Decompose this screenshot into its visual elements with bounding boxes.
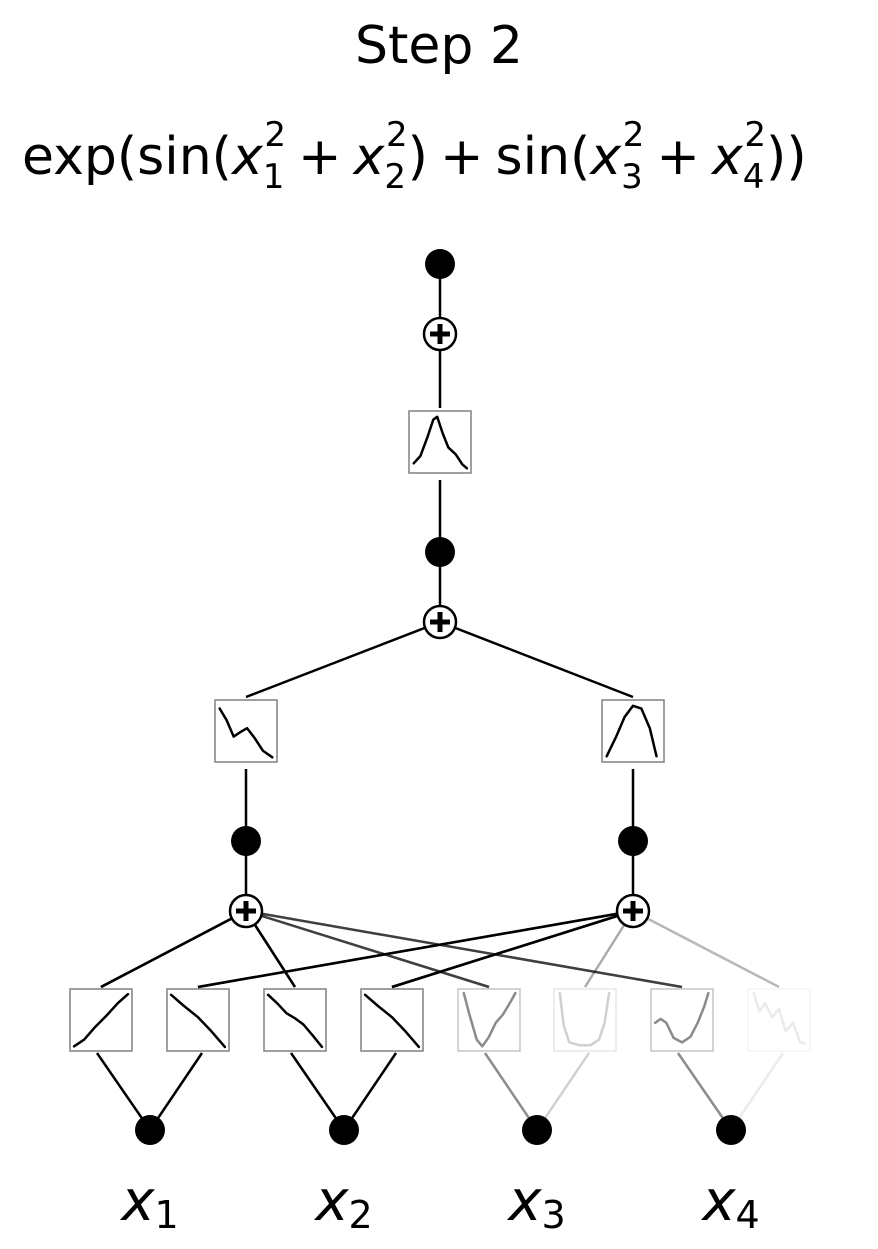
edge-input-to-box-3 xyxy=(289,1052,346,1131)
diagram-title: Step 2 xyxy=(355,16,523,76)
formula: exp(sin(x12+x22)+sin(x32+x42)) xyxy=(22,115,807,197)
input-label-x3: x3 xyxy=(506,1169,565,1237)
formula-sub-2: 2 xyxy=(384,157,406,197)
edge-b7-s0 xyxy=(245,909,683,989)
edge-b8-s1 xyxy=(632,909,780,989)
activation-boxes-layer xyxy=(69,410,811,1052)
formula-paren: ) xyxy=(786,127,806,187)
formula-sup-4: 2 xyxy=(744,115,766,155)
input-labels: x1 x2 x3 x4 xyxy=(119,1169,759,1237)
hidden-node-layer2 xyxy=(425,537,455,567)
formula-sin-1: sin xyxy=(137,127,212,187)
formula-sup-1: 2 xyxy=(264,115,286,155)
output-node xyxy=(425,249,455,279)
edge-b1-s0 xyxy=(100,909,247,989)
activation-box-layer1-2 xyxy=(166,988,230,1052)
edge-b2-s1 xyxy=(197,909,634,989)
formula-sub-1: 1 xyxy=(263,157,285,197)
sum-node-layer1-2 xyxy=(615,893,651,929)
activation-box-layer1-6 xyxy=(553,988,617,1052)
hidden-node-1 xyxy=(231,826,261,856)
formula-paren: ( xyxy=(212,127,232,187)
activation-box-layer2-2 xyxy=(601,699,665,763)
formula-x2: x xyxy=(352,127,386,187)
edge-input-to-box-8 xyxy=(729,1052,785,1131)
edge-input-to-box-1 xyxy=(95,1052,152,1131)
edge-input-to-box-7 xyxy=(676,1052,733,1131)
sum-node-layer1-1 xyxy=(228,893,264,929)
sum-node-layer3 xyxy=(422,316,458,352)
formula-paren: ) xyxy=(766,127,786,187)
formula-paren: ( xyxy=(117,127,137,187)
activation-box-layer2-1 xyxy=(214,699,278,763)
formula-plus: + xyxy=(656,127,700,187)
input-label-x1: x1 xyxy=(119,1169,178,1237)
edge-box2-to-sum2-2 xyxy=(439,620,634,699)
edge-b4-s1 xyxy=(391,909,634,989)
activation-box-layer1-5 xyxy=(457,988,521,1052)
formula-sup-2: 2 xyxy=(386,115,408,155)
input-label-x4: x4 xyxy=(700,1169,759,1237)
formula-x3: x xyxy=(588,127,622,187)
formula-sup-3: 2 xyxy=(623,115,645,155)
nodes-layer xyxy=(135,249,746,1145)
activation-box-layer1-3 xyxy=(263,988,327,1052)
activation-box-layer3-1 xyxy=(408,410,472,474)
activation-box-layer1-1 xyxy=(69,988,133,1052)
edge-box-to-sum-8 xyxy=(632,909,780,989)
edge-b5-s0 xyxy=(245,909,490,989)
edge-input-to-box-6 xyxy=(535,1052,591,1131)
activation-box-layer1-8 xyxy=(747,988,811,1052)
formula-paren: ) xyxy=(408,127,428,187)
edge-input-to-box-4 xyxy=(342,1052,398,1131)
formula-sub-3: 3 xyxy=(621,157,643,197)
formula-sub-4: 4 xyxy=(743,157,765,197)
formula-plus: + xyxy=(298,127,342,187)
formula-x4: x xyxy=(710,127,744,187)
input-node-1 xyxy=(135,1115,165,1145)
activation-box-layer1-7 xyxy=(650,988,714,1052)
input-label-x2: x2 xyxy=(313,1169,372,1237)
edge-box2-to-sum2-1 xyxy=(245,620,441,699)
hidden-node-2 xyxy=(618,826,648,856)
sum-node-layer2 xyxy=(422,604,458,640)
formula-exp: exp xyxy=(22,127,117,187)
edge-input-to-box-5 xyxy=(483,1052,539,1131)
formula-paren: ( xyxy=(570,127,590,187)
input-node-4 xyxy=(716,1115,746,1145)
input-node-3 xyxy=(522,1115,552,1145)
formula-plus: + xyxy=(440,127,484,187)
formula-x1: x xyxy=(230,127,264,187)
edge-input-to-box-2 xyxy=(148,1052,204,1131)
formula-sin-2: sin xyxy=(496,127,571,187)
activation-box-layer1-4 xyxy=(360,988,424,1052)
input-node-2 xyxy=(329,1115,359,1145)
